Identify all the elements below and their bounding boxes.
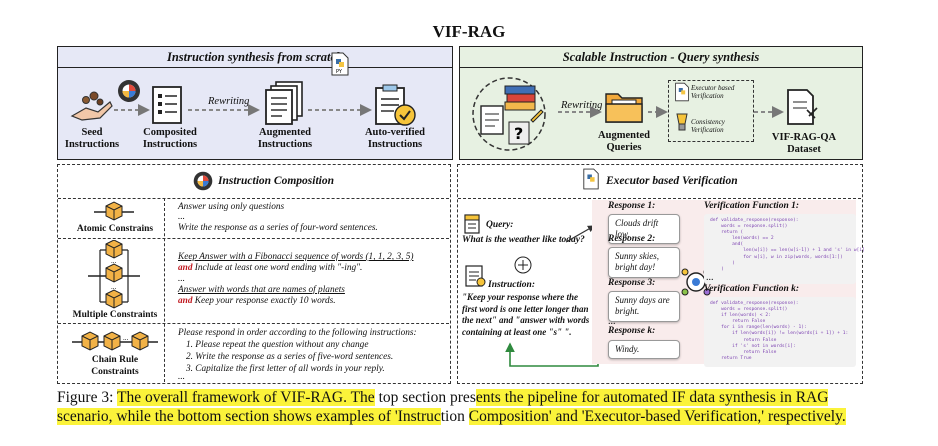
chain-step-1: 1. Please repeat the question without an…: [186, 340, 369, 350]
caption-highlight-4: Composition' and 'Executor-based Verific…: [468, 408, 846, 425]
chain-rule-label: Chain Rule Constraints: [91, 355, 139, 377]
response-2-title: Response 2:: [608, 234, 656, 244]
multiple-constraints-label: Multiple Constraints: [72, 310, 158, 320]
query-text: What is the weather like today?: [462, 235, 585, 245]
executor-header-python-icon: [583, 168, 599, 190]
composition-divider-3: [58, 323, 449, 324]
multi-constraint-2b: Keep your response exactly 10 words.: [194, 296, 336, 306]
verification-function-k-title: Verification Function k:: [704, 284, 800, 294]
executor-verification-panel: [457, 164, 863, 384]
instruction-composition-panel: [57, 164, 451, 384]
response-3-box: Sunny days are bright.: [608, 291, 680, 322]
instruction-query-cluster-icon: ?: [472, 77, 546, 151]
response-k-title: Response k:: [608, 326, 656, 336]
verification-function-k-code: def validate_response(response): words =…: [704, 297, 856, 367]
svg-text:?: ?: [514, 124, 523, 143]
composition-header: Instruction Composition: [218, 175, 334, 187]
auto-verified-instructions-label: Auto-verified Instructions: [364, 127, 426, 150]
instruction-text: "Keep your response where the first word…: [462, 292, 590, 337]
composition-vertical-divider: [164, 198, 165, 382]
verification-divider: [458, 198, 861, 199]
dataset-doc-icon: [787, 89, 818, 125]
seed-hand-icon: [70, 91, 113, 121]
top-right-flow-arrows: [558, 106, 784, 118]
caption-highlight-2: ents the pipeline for automated IF data …: [475, 389, 829, 406]
query-label: Query:: [486, 220, 514, 230]
and-connector-1: and: [178, 263, 193, 273]
caption-plain-1: top section pres: [374, 389, 476, 406]
augmented-queries-label: Augmented Queries: [598, 130, 650, 153]
scalable-panel-header: Scalable Instruction - Query synthesis: [460, 47, 862, 68]
top-left-flow-arrows: [114, 104, 372, 116]
atomic-item-1: Answer using only questions: [178, 202, 285, 212]
atomic-item-dots: ...: [178, 212, 185, 222]
multi-item-1a: Keep Answer with a Fibonacci sequence of…: [178, 252, 414, 264]
response-dots: ...: [608, 316, 616, 327]
multi-item-2b: and Keep your response exactly 10 words.: [178, 296, 336, 308]
multiple-cubes-icon: ......: [88, 240, 140, 309]
svg-text:...: ...: [111, 257, 117, 265]
caption-highlight-1: The overall framework of VIF-RAG. The: [117, 389, 375, 406]
multi-constraint-1b: Include at least one word ending with "-…: [194, 263, 363, 273]
svg-text:...: ...: [123, 334, 129, 342]
svg-text:PY: PY: [336, 69, 343, 75]
plus-circle-icon: [514, 256, 532, 274]
consistency-lamp-icon: [676, 113, 688, 131]
verification-header: Executor based Verification: [606, 175, 738, 187]
chain-step-2: 2. Write the response as a series of fiv…: [186, 352, 394, 362]
executor-python-icon: [675, 82, 689, 102]
multi-constraint-1a: Keep Answer with a Fibonacci sequence of…: [178, 252, 414, 262]
response-1-box: Clouds drift low.: [608, 214, 680, 244]
and-connector-2: and: [178, 296, 193, 306]
synthesis-panel-header: Instruction synthesis from scratch: [58, 47, 452, 68]
composition-gear-icon: [193, 171, 213, 191]
composition-divider-1: [58, 198, 449, 199]
composited-list-icon: [152, 86, 182, 124]
caption-plain-2: tion: [440, 408, 469, 425]
response-2-box: Sunny skies, bright day!: [608, 247, 680, 278]
seed-instructions-label: Seed Instructions: [64, 127, 120, 150]
verification-function-1-code: def validate_response(response): words =…: [704, 214, 865, 284]
dataset-label: VIF-RAG-QA Dataset: [771, 132, 837, 155]
augmented-instructions-label: Augmented Instructions: [257, 127, 313, 150]
function-dots: ...: [706, 272, 714, 283]
verification-function-1-title: Verification Function 1:: [704, 201, 800, 211]
figure-caption-line-1: Figure 3: The overall framework of VIF-R…: [57, 388, 829, 407]
response-1-title: Response 1:: [608, 201, 656, 211]
verification-box: [668, 80, 754, 142]
chain-step-3: 3. Capitalize the first letter of all wo…: [186, 364, 385, 374]
response-k-box: Windy.: [608, 340, 680, 359]
query-doc-icon: [464, 214, 480, 234]
rewriting-label-right: Rewriting: [561, 100, 603, 111]
verified-clipboard-icon: [375, 84, 416, 126]
figure-title: VIF-RAG: [432, 22, 506, 41]
caption-prefix: Figure 3:: [57, 389, 117, 406]
caption-highlight-3: scenario, while the bottom section shows…: [57, 408, 441, 425]
gear-icon: [118, 80, 140, 102]
rewriting-label-left: Rewriting: [208, 96, 250, 107]
atomic-item-2: Write the response as a series of four-w…: [178, 223, 378, 233]
composited-instructions-label: Composited Instructions: [142, 127, 198, 150]
chain-cubes-icon: ...: [72, 331, 158, 351]
consistency-verification-label: Consistency Verification: [691, 118, 725, 134]
multi-constraint-2a: Answer with words that are names of plan…: [178, 285, 345, 295]
chain-intro: Please respond in order according to the…: [178, 328, 417, 338]
instruction-doc-icon: [465, 265, 486, 287]
multi-item-1b: and Include at least one word ending wit…: [178, 263, 362, 275]
svg-text:...: ...: [111, 283, 117, 291]
executor-hub-icon: [681, 268, 711, 296]
augmented-queries-folder-icon: [605, 93, 643, 123]
figure-caption-line-2: scenario, while the bottom section shows…: [57, 407, 846, 426]
multi-dots: ...: [178, 274, 185, 284]
multi-item-2a: Answer with words that are names of plan…: [178, 285, 345, 297]
atomic-cube-icon: [94, 201, 134, 221]
augmented-docs-icon: [265, 81, 303, 125]
atomic-constraints-label: Atomic Constrains: [76, 224, 154, 234]
composition-divider-2: [58, 238, 449, 239]
chain-dots: ...: [178, 372, 185, 382]
python-file-icon: PY: [331, 52, 349, 76]
executor-verification-label: Executor based Verification: [691, 84, 735, 100]
instruction-label: Instruction:: [488, 280, 535, 290]
response-3-title: Response 3:: [608, 278, 656, 288]
